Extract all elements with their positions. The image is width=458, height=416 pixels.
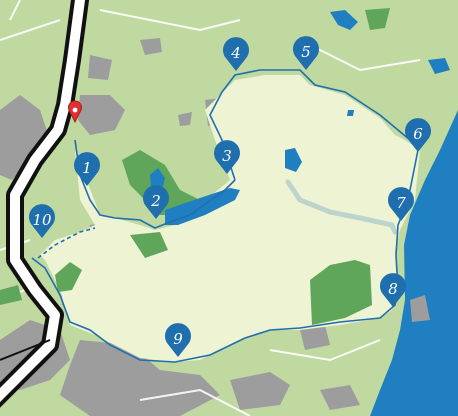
marker-layer: 1 2 3 4 5 6 7 8 9 10 — [29, 36, 431, 357]
marker-pin-icon — [405, 118, 431, 152]
marker-label: 1 — [82, 159, 92, 177]
marker-pin-icon — [165, 323, 191, 357]
forest-areas — [0, 8, 390, 325]
marker-pin-icon — [388, 187, 414, 221]
marker-pin-icon — [143, 185, 169, 219]
sea-area-right — [428, 58, 450, 74]
marker-pin-icon — [293, 36, 319, 70]
field-lines — [0, 0, 421, 416]
trail-marker-1[interactable]: 1 — [74, 152, 100, 186]
trail-marker-7[interactable]: 7 — [388, 187, 414, 221]
river-channel — [285, 179, 398, 235]
trail-marker-10[interactable]: 10 — [29, 204, 55, 238]
trail-marker-2[interactable]: 2 — [143, 185, 169, 219]
marker-pin-icon — [223, 37, 249, 71]
marker-pin-icon — [29, 204, 55, 238]
secondary-road — [0, 339, 51, 361]
marker-label: 2 — [150, 192, 161, 210]
marker-pin-icon — [214, 140, 240, 174]
trail-marker-6[interactable]: 6 — [405, 118, 431, 152]
sea-area — [370, 110, 458, 416]
marker-label: 4 — [230, 44, 241, 62]
sea-area-top — [330, 10, 358, 30]
trail-marker-9[interactable]: 9 — [165, 323, 191, 357]
location-pin-icon[interactable] — [68, 100, 82, 124]
marker-label: 5 — [301, 43, 311, 61]
marker-label: 8 — [388, 280, 398, 298]
marker-pin-icon — [380, 273, 406, 307]
main-road — [0, 0, 89, 408]
trail-marker-4[interactable]: 4 — [223, 37, 249, 71]
marker-label: 10 — [32, 211, 52, 229]
marker-label: 9 — [173, 330, 183, 348]
marker-label: 6 — [413, 125, 423, 143]
marker-pin-icon — [74, 152, 100, 186]
trail-marker-5[interactable]: 5 — [293, 36, 319, 70]
trail-marker-8[interactable]: 8 — [380, 273, 406, 307]
marker-label: 3 — [222, 147, 232, 165]
trail-marker-3[interactable]: 3 — [214, 140, 240, 174]
marker-label: 7 — [396, 194, 406, 212]
